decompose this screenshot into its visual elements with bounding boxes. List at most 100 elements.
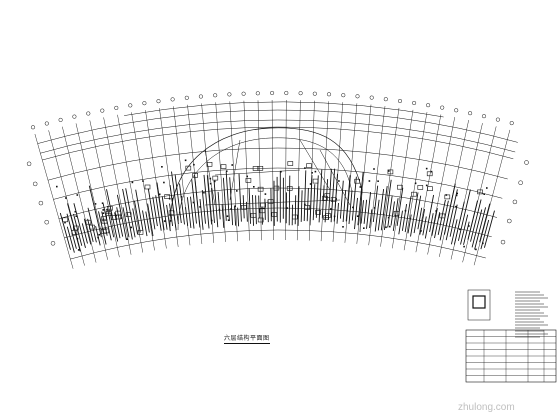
column-mark <box>192 201 195 204</box>
wall-segment <box>221 204 225 228</box>
wall-segment <box>390 201 395 226</box>
wall-segment <box>234 206 237 226</box>
axis-bubble <box>227 92 232 97</box>
wall-segment <box>351 176 357 221</box>
radial-axis-line <box>117 114 144 253</box>
room-cell <box>323 215 329 220</box>
wall-segment <box>439 200 449 241</box>
room-cell <box>111 215 117 220</box>
wall-segment <box>330 168 336 223</box>
arc-axis-line <box>40 119 516 154</box>
room-cell <box>324 193 331 198</box>
radial-axis-line <box>103 117 132 255</box>
wall-segment <box>142 210 148 237</box>
column-mark <box>126 238 129 240</box>
wall-segment <box>345 175 351 222</box>
wall-segment <box>422 216 427 236</box>
wall-segment <box>407 214 412 234</box>
wall-segment <box>309 175 313 226</box>
radial-axis-line <box>403 112 428 251</box>
wall-segment <box>135 189 144 231</box>
wall-segment <box>59 212 71 250</box>
axis-bubble <box>255 91 260 96</box>
title-block <box>465 329 557 383</box>
axis-bubble <box>156 99 161 104</box>
room-cell <box>101 216 107 221</box>
column-mark <box>246 175 248 178</box>
wall-segment <box>383 179 392 231</box>
wall-segment <box>206 175 213 225</box>
axis-bubble <box>397 98 403 104</box>
room-cell <box>291 214 298 220</box>
wall-segment <box>434 212 441 239</box>
axis-bubble <box>241 91 246 96</box>
axis-bubble <box>270 90 275 96</box>
column-mark <box>373 168 375 170</box>
axis-bubble <box>500 239 506 245</box>
wall-segment <box>169 185 177 231</box>
wall-segment <box>190 196 195 229</box>
wall-segment <box>294 195 297 225</box>
column-mark <box>203 191 205 194</box>
axis-bubble <box>355 94 360 99</box>
column-mark <box>130 226 133 229</box>
axis-bubble <box>512 199 518 205</box>
column-mark <box>475 248 477 251</box>
wall-segment <box>401 204 408 231</box>
column-mark <box>356 215 359 217</box>
column-mark <box>102 212 105 214</box>
room-cell <box>427 186 433 191</box>
wall-segment <box>225 171 230 222</box>
column-mark <box>486 187 488 189</box>
wall-segment <box>471 209 483 248</box>
axis-bubble <box>468 111 473 116</box>
wall-segment <box>155 195 162 231</box>
arc-axis-line <box>53 167 503 200</box>
wall-segment <box>387 195 393 228</box>
room-cell <box>168 210 175 216</box>
column-mark <box>184 159 187 162</box>
wall-segment <box>424 194 435 239</box>
room-cell <box>71 230 78 235</box>
radial-axis-line <box>243 100 250 241</box>
dome-member <box>214 169 301 176</box>
wall-segment <box>156 182 165 231</box>
wall-segment <box>429 213 434 232</box>
wall-segment <box>132 208 139 235</box>
column-mark <box>377 180 379 182</box>
wall-segment <box>246 201 248 222</box>
axis-bubble <box>213 93 218 98</box>
dome-member <box>204 199 341 206</box>
radial-axis-line <box>368 106 386 246</box>
column-mark <box>333 215 336 218</box>
radial-axis-line <box>34 133 74 269</box>
wall-segment <box>336 202 339 224</box>
axis-bubble <box>198 94 203 99</box>
wall-segment <box>174 174 182 224</box>
axis-bubble <box>86 111 91 116</box>
wall-segment <box>66 226 75 253</box>
wall-segment <box>431 208 438 236</box>
column-mark <box>168 197 171 200</box>
room-cell <box>101 218 108 224</box>
arc-axis-line <box>42 126 514 161</box>
radial-axis-line <box>229 101 238 242</box>
wall-segment <box>463 221 470 245</box>
axis-bubble <box>50 241 56 246</box>
wall-segment <box>185 207 189 226</box>
wall-segment <box>83 218 92 245</box>
axis-bubble <box>412 100 417 106</box>
wall-segment <box>95 225 101 246</box>
room-cell <box>387 169 394 175</box>
column-mark <box>193 163 195 166</box>
column-mark <box>234 205 236 207</box>
wall-segment <box>360 200 364 224</box>
wall-segment <box>116 207 124 237</box>
wall-segment <box>377 189 385 231</box>
dome-member <box>204 149 216 206</box>
column-mark <box>314 170 317 173</box>
wall-segment <box>211 188 215 223</box>
room-cell <box>257 217 264 223</box>
column-mark <box>120 217 123 219</box>
wall-segment <box>321 185 325 219</box>
